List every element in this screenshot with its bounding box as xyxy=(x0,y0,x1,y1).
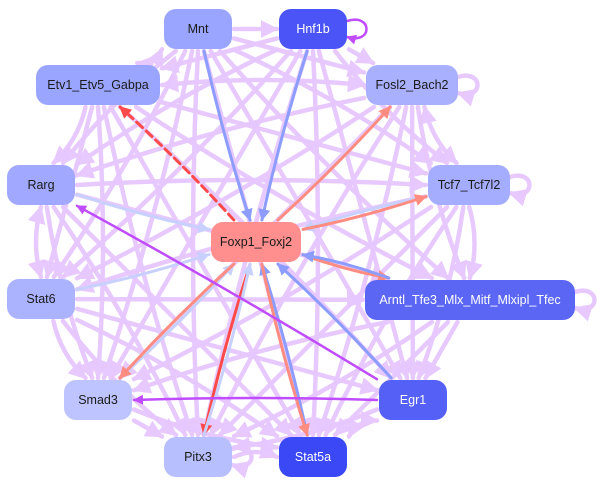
node-stat6[interactable]: Stat6 xyxy=(7,279,75,319)
edge-fosl2-bach2-to-pitx3 xyxy=(208,104,402,438)
edge-fosl2-bach2-to-tcf7-tcf7l2 xyxy=(419,104,459,166)
edge-egr1-to-stat5a xyxy=(346,410,380,439)
edge-foxp1-foxj2-to-tcf7-tcf7l2 xyxy=(301,194,428,231)
edge-stat6-to-foxp1-foxj2 xyxy=(75,252,211,291)
edge-etv1-etv5-gabpa-to-stat5a xyxy=(108,104,303,438)
node-foxp1-foxj2[interactable]: Foxp1_Foxj2 xyxy=(211,222,301,262)
edge-tcf7-tcf7l2-to-tcf7-tcf7l2 xyxy=(507,173,532,207)
edge-stat5a-to-foxp1-foxj2 xyxy=(259,262,309,437)
node-label: Egr1 xyxy=(400,393,426,407)
edge-rarg-to-foxp1-foxj2 xyxy=(75,193,211,234)
edge-tcf7-tcf7l2-to-foxp1-foxj2 xyxy=(301,195,428,232)
node-arntl-tfe3-mlx-mitf-mlxipl-tfec[interactable]: Arntl_Tfe3_Mlx_Mitf_Mlxipl_Tfec xyxy=(365,280,575,320)
node-label: Tcf7_Tcf7l2 xyxy=(438,178,501,192)
edge-pitx3-to-stat5a xyxy=(231,442,280,460)
edge-rarg-to-tcf7-tcf7l2 xyxy=(74,175,429,194)
node-egr1[interactable]: Egr1 xyxy=(379,380,447,420)
node-label: Fosl2_Bach2 xyxy=(376,78,449,92)
node-box xyxy=(366,65,458,105)
edge-mnt-to-egr1 xyxy=(208,48,403,381)
node-box xyxy=(64,380,132,420)
node-stat5a[interactable]: Stat5a xyxy=(279,437,347,477)
edge-foxp1-foxj2-to-fosl2-bach2 xyxy=(276,105,392,222)
edge-arntl-tfe3-mlx-mitf-mlxipl-tfec-to-pitx3 xyxy=(231,319,435,439)
node-label: Pitx3 xyxy=(184,450,212,464)
node-box xyxy=(164,437,232,477)
node-box xyxy=(7,279,75,319)
edge-egr1-to-smad3 xyxy=(132,394,379,405)
edge-rarg-to-stat5a xyxy=(60,204,294,438)
edge-arntl-tfe3-mlx-mitf-mlxipl-tfec-to-foxp1-foxj2 xyxy=(301,250,391,280)
edge-hnf1b-to-smad3 xyxy=(108,48,303,381)
edge-fosl2-bach2-to-fosl2-bach2 xyxy=(455,73,480,107)
edge-foxp1-foxj2-to-stat5a xyxy=(260,262,310,437)
edge-egr1-to-foxp1-foxj2 xyxy=(276,262,393,380)
edge-hnf1b-to-etv1-etv5-gabpa xyxy=(159,36,280,73)
edge-stat6-to-arntl-tfe3-mlx-mitf-mlxipl-tfec xyxy=(74,290,366,309)
node-label: Hnf1b xyxy=(296,22,329,36)
node-box xyxy=(164,9,232,49)
node-label: Smad3 xyxy=(78,393,118,407)
edge-foxp1-foxj2-to-etv1-etv5-gabpa xyxy=(118,105,236,222)
node-smad3[interactable]: Smad3 xyxy=(64,380,132,420)
edge-tcf7-tcf7l2-to-arntl-tfe3-mlx-mitf-mlxipl-tfec xyxy=(465,204,483,281)
node-fosl2-bach2[interactable]: Fosl2_Bach2 xyxy=(366,65,458,105)
node-etv1-etv5-gabpa[interactable]: Etv1_Etv5_Gabpa xyxy=(36,65,160,105)
node-label: Foxp1_Foxj2 xyxy=(220,235,292,249)
node-label: Rarg xyxy=(27,178,54,192)
edge-etv1-etv5-gabpa-to-arntl-tfe3-mlx-mitf-mlxipl-tfec xyxy=(133,104,435,281)
edge-etv1-etv5-gabpa-to-rarg xyxy=(51,104,88,166)
node-label: Stat6 xyxy=(26,292,55,306)
node-pitx3[interactable]: Pitx3 xyxy=(164,437,232,477)
edge-arntl-tfe3-mlx-mitf-mlxipl-tfec-to-smad3 xyxy=(131,319,391,394)
edge-mnt-to-foxp1-foxj2 xyxy=(202,49,253,222)
edge-hnf1b-to-foxp1-foxj2 xyxy=(258,49,309,222)
node-label: Stat5a xyxy=(295,450,331,464)
node-label: Mnt xyxy=(188,22,209,36)
node-hnf1b[interactable]: Hnf1b xyxy=(279,9,347,49)
node-tcf7-tcf7l2[interactable]: Tcf7_Tcf7l2 xyxy=(428,165,510,205)
node-box xyxy=(279,9,347,49)
node-mnt[interactable]: Mnt xyxy=(164,9,232,49)
edge-egr1-to-rarg xyxy=(75,204,379,381)
edge-arntl-tfe3-mlx-mitf-mlxipl-tfec-to-arntl-tfe3-mlx-mitf-mlxipl-tfec xyxy=(572,288,597,322)
node-box xyxy=(365,280,575,320)
edge-fosl2-bach2-to-stat6 xyxy=(74,104,377,281)
edges-layer xyxy=(27,18,597,479)
edge-foxp1-foxj2-to-pitx3 xyxy=(200,262,252,437)
node-box xyxy=(211,222,301,262)
edge-hnf1b-to-fosl2-bach2 xyxy=(346,47,376,66)
node-label: Arntl_Tfe3_Mlx_Mitf_Mlxipl_Tfec xyxy=(379,293,560,307)
edge-etv1-etv5-gabpa-to-smad3 xyxy=(90,104,109,381)
edge-smad3-to-foxp1-foxj2 xyxy=(118,262,236,380)
edge-rarg-to-pitx3 xyxy=(51,204,188,438)
node-box xyxy=(7,165,75,205)
node-box xyxy=(279,437,347,477)
edge-etv1-etv5-gabpa-to-pitx3 xyxy=(101,104,196,438)
node-box xyxy=(428,165,510,205)
node-rarg[interactable]: Rarg xyxy=(7,165,75,205)
edge-hnf1b-to-hnf1b xyxy=(345,18,368,45)
node-box xyxy=(36,65,160,105)
edge-rarg-to-stat6 xyxy=(27,204,46,280)
edge-tcf7-tcf7l2-to-pitx3 xyxy=(217,204,450,438)
edge-foxp1-foxj2-to-smad3 xyxy=(118,262,236,380)
edge-mnt-to-etv1-etv5-gabpa xyxy=(135,46,165,74)
node-box xyxy=(379,380,447,420)
node-label: Etv1_Etv5_Gabpa xyxy=(47,78,149,92)
edge-etv1-etv5-gabpa-to-fosl2-bach2 xyxy=(159,74,367,93)
edge-pitx3-to-foxp1-foxj2 xyxy=(202,262,254,437)
edge-fosl2-bach2-to-rarg xyxy=(74,95,367,179)
